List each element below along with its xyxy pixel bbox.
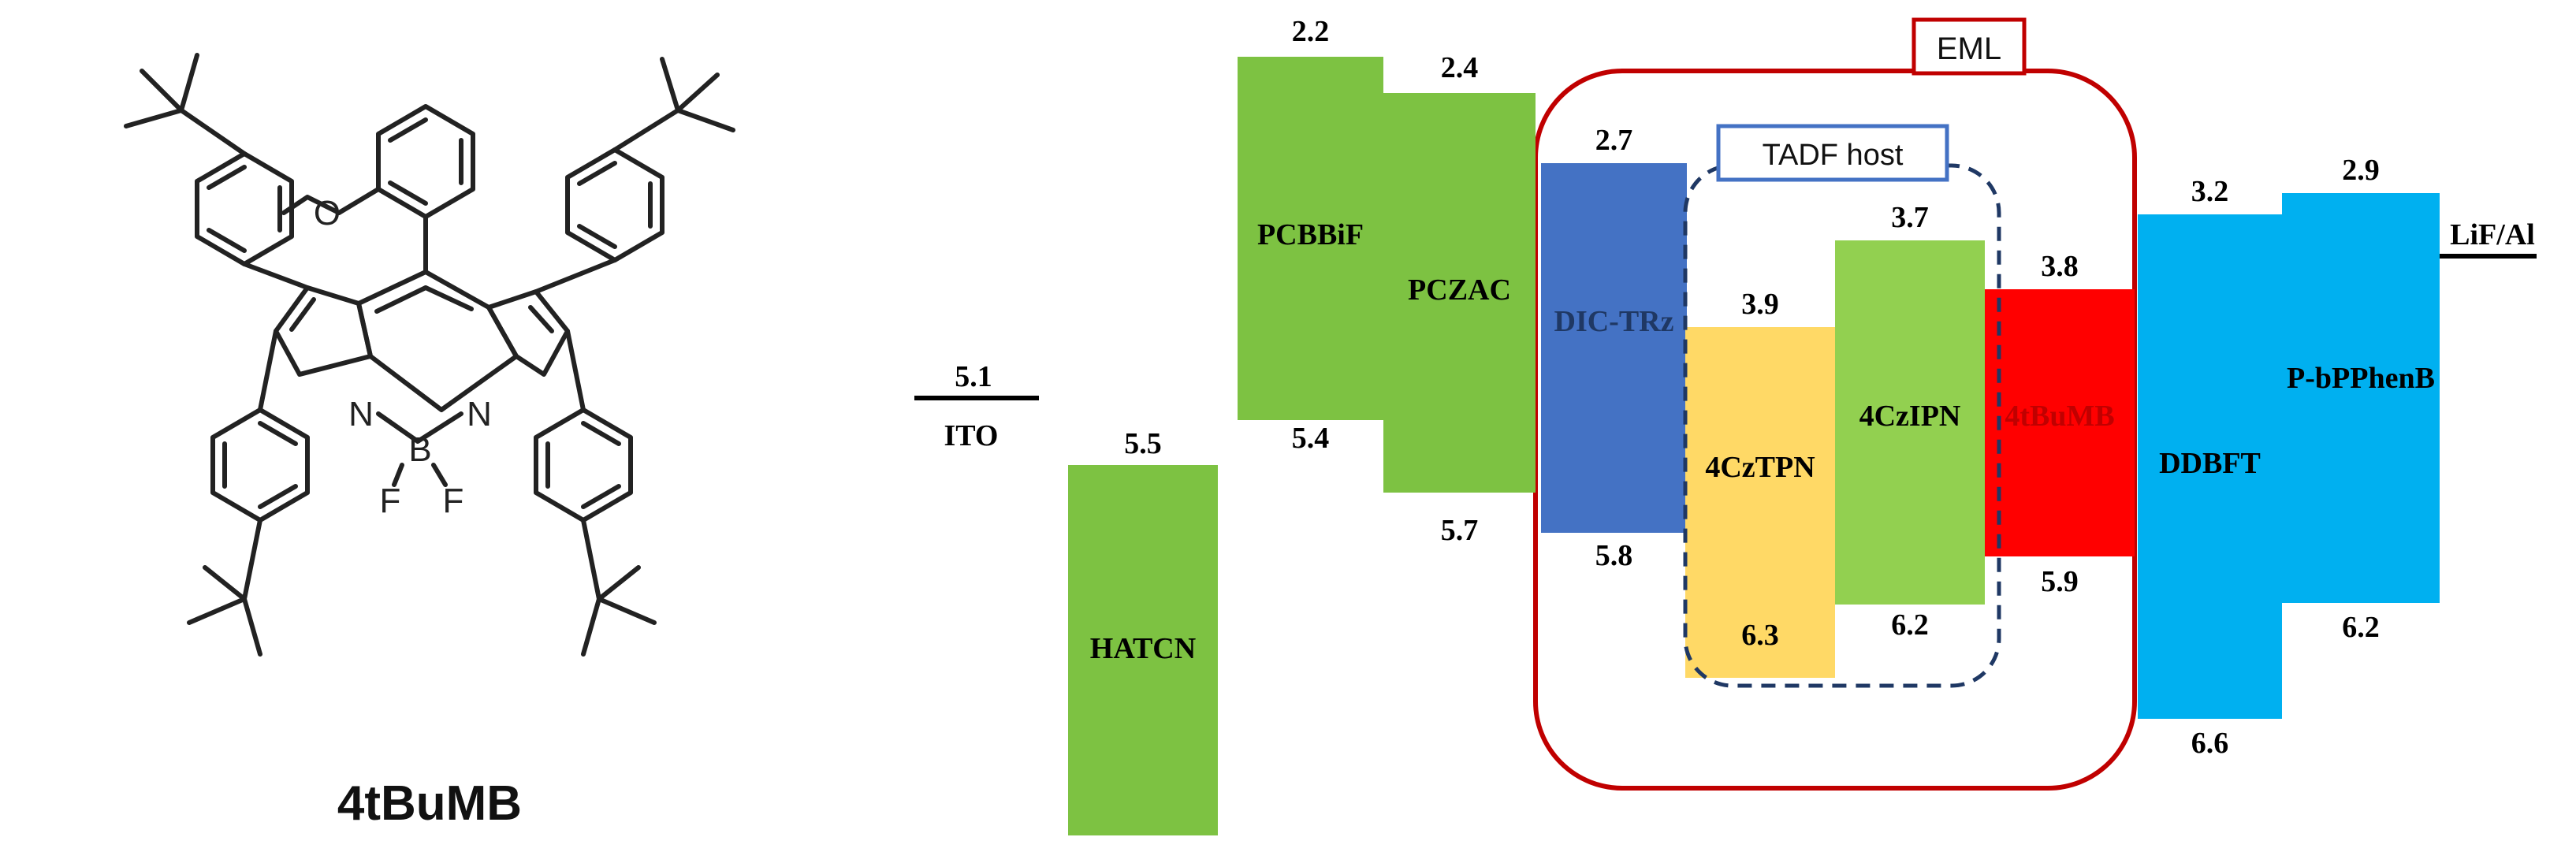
core-right-pyrrole-double <box>528 305 554 333</box>
right-lower-aryl-bond <box>565 329 586 412</box>
layer-label-hatcn: HATCN <box>1090 632 1196 665</box>
layer-label-pcbbif: PCBBiF <box>1257 218 1364 251</box>
lumo-value-ddbft: 3.2 <box>2191 175 2229 208</box>
layer-block-4cztpn <box>1685 327 1835 678</box>
methoxy-bond <box>281 187 381 215</box>
layer-block-hatcn <box>1068 465 1218 835</box>
tadf-host-boundary <box>1683 163 2001 688</box>
layer-blocks <box>1068 57 2440 835</box>
boron-bonds <box>376 411 463 487</box>
atom-fluorine-left: F <box>380 482 401 520</box>
meso-aryl-inner <box>388 117 463 206</box>
lumo-value-4cztpn: 3.9 <box>1741 288 1779 321</box>
right-lower-aryl-inner <box>545 421 621 509</box>
right-upper-aryl-bond <box>534 258 617 294</box>
layer-block-pcbbif <box>1238 57 1383 420</box>
core-left-pyrrole-double <box>289 297 316 332</box>
layer-label-pczac: PCZAC <box>1408 273 1511 307</box>
layer-label-p-bpphenb: P-bPPhenB <box>2287 362 2435 395</box>
right-upper-aryl-inner <box>577 161 653 249</box>
left-upper-aryl-bond <box>242 262 310 290</box>
lumo-value-pczac: 2.4 <box>1441 51 1479 84</box>
molecule-name: 4tBuMB <box>337 776 522 831</box>
layer-label-4tbumb: 4tBuMB <box>2005 400 2114 433</box>
layer-block-4tbumb <box>1985 289 2135 556</box>
tadf-host-label: TADF host <box>1763 139 1904 172</box>
left-lower-tbu <box>187 518 262 657</box>
atom-methoxy-oxygen: O <box>314 194 341 233</box>
lumo-value-pcbbif: 2.2 <box>1292 15 1330 48</box>
left-upper-tbu <box>124 53 247 156</box>
homo-value-pczac: 5.7 <box>1441 514 1479 547</box>
left-lower-aryl-inner <box>222 421 298 509</box>
atom-boron: B <box>408 430 431 469</box>
core-left-pyrrole <box>274 285 373 377</box>
layer-block-p-bpphenb <box>2282 193 2440 603</box>
layer-block-4czipn <box>1835 240 1985 605</box>
homo-value-4cztpn: 6.3 <box>1741 619 1779 652</box>
homo-value-ddbft: 6.6 <box>2191 727 2229 760</box>
left-lower-aryl-bond <box>258 329 278 412</box>
homo-value-4tbumb: 5.9 <box>2041 565 2079 598</box>
eml-label: EML <box>1937 32 2001 66</box>
layer-label-dic-trz: DIC-TRz <box>1554 305 1674 338</box>
lumo-value-p-bpphenb: 2.9 <box>2342 154 2380 187</box>
layer-label-4czipn: 4CzIPN <box>1859 400 1961 433</box>
atom-n-right: N <box>467 395 492 433</box>
ito-label: ITO <box>944 419 998 452</box>
lif-al-label: LiF/Al <box>2450 218 2535 251</box>
tadf-host-label-box <box>1716 124 1949 182</box>
homo-value-4czipn: 6.2 <box>1891 608 1929 642</box>
layer-block-pczac <box>1383 93 1536 493</box>
left-upper-aryl-inner <box>207 165 282 253</box>
homo-value-dic-trz: 5.8 <box>1595 539 1633 572</box>
atom-fluorine-right: F <box>443 482 464 520</box>
molecule-structure <box>124 53 735 657</box>
lumo-value-4czipn: 3.7 <box>1891 201 1929 234</box>
lumo-value-4tbumb: 3.8 <box>2041 250 2079 283</box>
core-meso-ring <box>356 270 519 412</box>
molecule-atom-labels: N N B F F O <box>314 194 492 520</box>
homo-value-p-bpphenb: 6.2 <box>2342 611 2380 644</box>
right-lower-tbu <box>581 518 657 657</box>
core-meso-double <box>374 285 474 314</box>
atom-n-left: N <box>348 395 374 433</box>
layer-label-4cztpn: 4CzTPN <box>1705 451 1815 484</box>
layer-label-ddbft: DDBFT <box>2159 447 2261 480</box>
homo-value-hatcn: 5.5 <box>1124 427 1162 460</box>
layer-block-dic-trz <box>1541 163 1687 533</box>
layer-block-ddbft <box>2138 214 2282 719</box>
homo-value-pcbbif: 5.4 <box>1292 422 1330 455</box>
eml-label-box <box>1912 17 2027 76</box>
ito-level-value: 5.1 <box>955 360 992 393</box>
right-upper-tbu <box>612 57 735 152</box>
lumo-value-dic-trz: 2.7 <box>1595 124 1633 157</box>
